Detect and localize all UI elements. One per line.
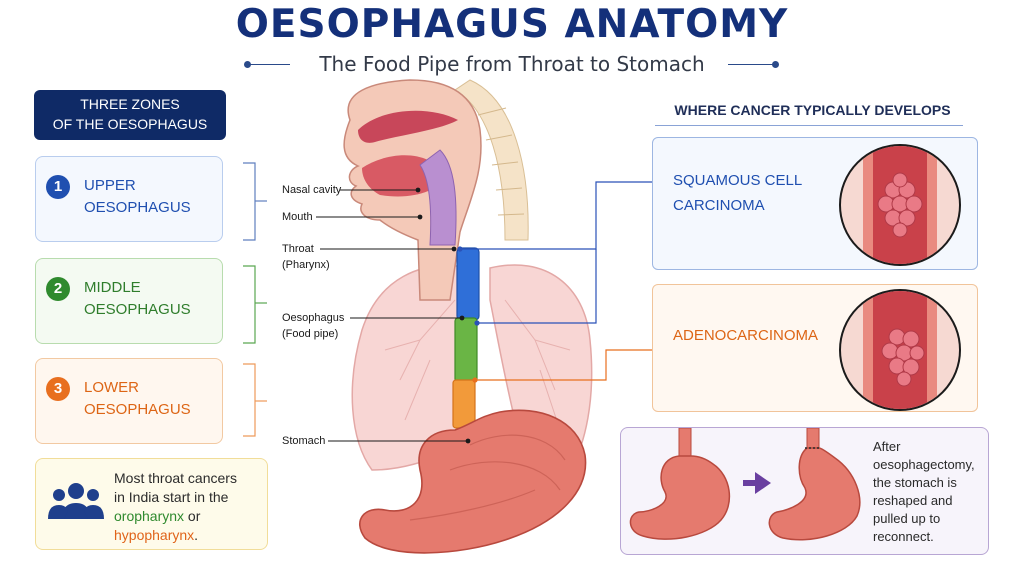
- zone-label-line2: OESOPHAGUS: [84, 199, 191, 216]
- zones-header: THREE ZONES OF THE OESOPHAGUS: [34, 90, 226, 140]
- zone-middle-card: 2 MIDDLE OESOPHAGUS: [35, 258, 223, 344]
- zone-lower-card: 3 LOWER OESOPHAGUS: [35, 358, 223, 444]
- op-text-line2: oesophagectomy,: [873, 457, 975, 472]
- label-throat-line1: Throat: [282, 243, 314, 255]
- note-highlight-oropharynx: oropharynx: [114, 508, 185, 524]
- info-note-text: Most throat cancers in India start in th…: [114, 469, 264, 545]
- page-subtitle: The Food Pipe from Throat to Stomach: [319, 52, 705, 76]
- label-oesophagus: Oesophagus (Food pipe): [282, 310, 344, 342]
- scc-label: SQUAMOUS CELL CARCINOMA: [673, 168, 802, 218]
- oesophagus-middle-segment: [454, 317, 478, 383]
- zone-label-line1: MIDDLE: [84, 279, 141, 296]
- label-throat-line2: (Pharynx): [282, 259, 330, 271]
- info-note-card: Most throat cancers in India start in th…: [35, 458, 268, 550]
- subtitle-row: The Food Pipe from Throat to Stomach: [0, 52, 1024, 78]
- zones-header-line2: OF THE OESOPHAGUS: [52, 116, 208, 132]
- connector-upper-to-scc: [460, 181, 652, 250]
- note-connector: or: [184, 508, 201, 524]
- zone-label-line2: OESOPHAGUS: [84, 301, 191, 318]
- connector-middle-to-scc: [477, 249, 597, 324]
- zone-label-line1: UPPER: [84, 177, 136, 194]
- oesophagus-lower-segment: [452, 379, 476, 429]
- note-line1: Most throat cancers: [114, 470, 237, 486]
- label-mouth: Mouth: [282, 211, 313, 223]
- label-oesophagus-line2: (Food pipe): [282, 328, 339, 340]
- label-stomach: Stomach: [282, 435, 326, 447]
- subtitle-rule-right: [728, 64, 774, 65]
- cancer-section-heading: WHERE CANCER TYPICALLY DEVELOPS: [674, 102, 951, 118]
- op-text-line3: the stomach is: [873, 475, 957, 490]
- note-highlight-hypopharynx: hypopharynx: [114, 527, 195, 543]
- note-end: .: [194, 527, 199, 543]
- page-title: OESOPHAGUS ANATOMY: [235, 2, 789, 47]
- nasal-cavity-shape: [358, 110, 458, 143]
- zone-label: MIDDLE OESOPHAGUS: [84, 277, 191, 321]
- zones-header-line1: THREE ZONES: [80, 96, 180, 112]
- oesophagectomy-card: After oesophagectomy, the stomach is res…: [620, 427, 989, 555]
- adeno-label: ADENOCARCINOMA: [673, 327, 819, 344]
- zone-bracket-upper: [243, 162, 267, 241]
- zone-label-line1: LOWER: [84, 379, 140, 396]
- subtitle-rule-dot-right: [772, 61, 779, 68]
- connector-lower-to-adeno: [475, 349, 652, 381]
- oesophagectomy-text: After oesophagectomy, the stomach is res…: [873, 438, 985, 546]
- spine-shape: [454, 79, 529, 241]
- scc-label-line2: CARCINOMA: [673, 197, 765, 214]
- cancer-section-rule: [655, 125, 963, 126]
- people-icon: [48, 483, 104, 519]
- zone-bracket-middle: [243, 265, 267, 344]
- note-line2: in India start in the: [114, 489, 229, 505]
- tumor-closeup-lower-graphic: [863, 291, 937, 409]
- zone-number-badge: 2: [46, 277, 70, 301]
- tumor-closeup-lower: [839, 289, 961, 411]
- op-text-line6: reconnect.: [873, 529, 934, 544]
- oesophagectomy-illustration: [629, 428, 861, 541]
- pharynx-shape: [419, 149, 457, 246]
- subtitle-rule-dot-left: [244, 61, 251, 68]
- subtitle-rule-left: [248, 64, 290, 65]
- zone-bracket-lower: [243, 363, 267, 437]
- op-text-line1: After: [873, 439, 901, 454]
- anatomy-label-leaders: [316, 189, 468, 442]
- tumor-closeup-upper-graphic: [863, 146, 937, 264]
- label-nasal-cavity: Nasal cavity: [282, 184, 342, 196]
- label-throat: Throat (Pharynx): [282, 241, 330, 273]
- tumor-closeup-upper: [839, 144, 961, 266]
- zone-label: LOWER OESOPHAGUS: [84, 377, 191, 421]
- op-text-line4: reshaped and: [873, 493, 953, 508]
- zone-label: UPPER OESOPHAGUS: [84, 175, 191, 219]
- op-text-line5: pulled up to: [873, 511, 941, 526]
- label-oesophagus-line1: Oesophagus: [282, 312, 345, 324]
- scc-label-line1: SQUAMOUS CELL: [673, 172, 803, 189]
- zone-label-line2: OESOPHAGUS: [84, 401, 191, 418]
- zone-number-badge: 1: [46, 175, 70, 199]
- squamous-cell-carcinoma-card: SQUAMOUS CELL CARCINOMA: [652, 137, 978, 270]
- zone-upper-card: 1 UPPER OESOPHAGUS: [35, 156, 223, 242]
- zone-number-badge: 3: [46, 377, 70, 401]
- adenocarcinoma-card: ADENOCARCINOMA: [652, 284, 978, 412]
- stomach-shape: [359, 409, 587, 554]
- arrow-right-icon: [743, 472, 771, 494]
- oesophagus-upper-segment: [456, 247, 480, 321]
